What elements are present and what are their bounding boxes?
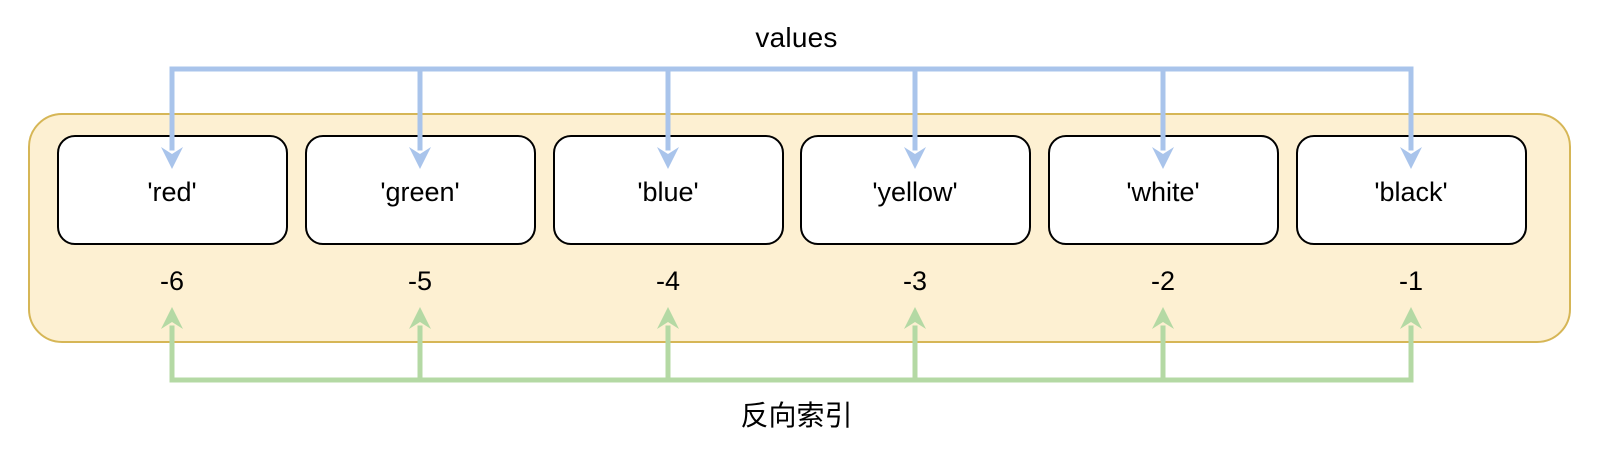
negative-index-label: -1 — [1398, 266, 1423, 296]
value-cell-text: 'black' — [1374, 177, 1448, 207]
value-cell-text: 'green' — [380, 177, 460, 207]
negative-index-label: -3 — [902, 266, 927, 296]
value-cell[interactable]: 'green' — [304, 135, 536, 245]
value-cell-text: 'yellow' — [872, 177, 958, 207]
value-cell-text: 'blue' — [637, 177, 699, 207]
reverse-index-label-text: 反向索引 — [740, 400, 853, 431]
value-cell[interactable]: 'white' — [1047, 135, 1279, 245]
values-label: values — [0, 20, 1599, 56]
value-cell[interactable]: 'blue' — [552, 135, 784, 245]
value-cell[interactable]: 'yellow' — [799, 135, 1031, 245]
negative-index-label: -6 — [159, 266, 184, 296]
value-cell[interactable]: 'black' — [1295, 135, 1527, 245]
values-label-text: values — [755, 22, 838, 53]
negative-index-label: -4 — [655, 266, 680, 296]
negative-index-label: -2 — [1150, 266, 1175, 296]
value-cell[interactable]: 'red' — [56, 135, 288, 245]
reverse-index-label: 反向索引 — [0, 396, 1599, 436]
value-cell-text: 'red' — [147, 177, 197, 207]
negative-index-label: -5 — [407, 266, 432, 296]
value-cell-text: 'white' — [1126, 177, 1200, 207]
